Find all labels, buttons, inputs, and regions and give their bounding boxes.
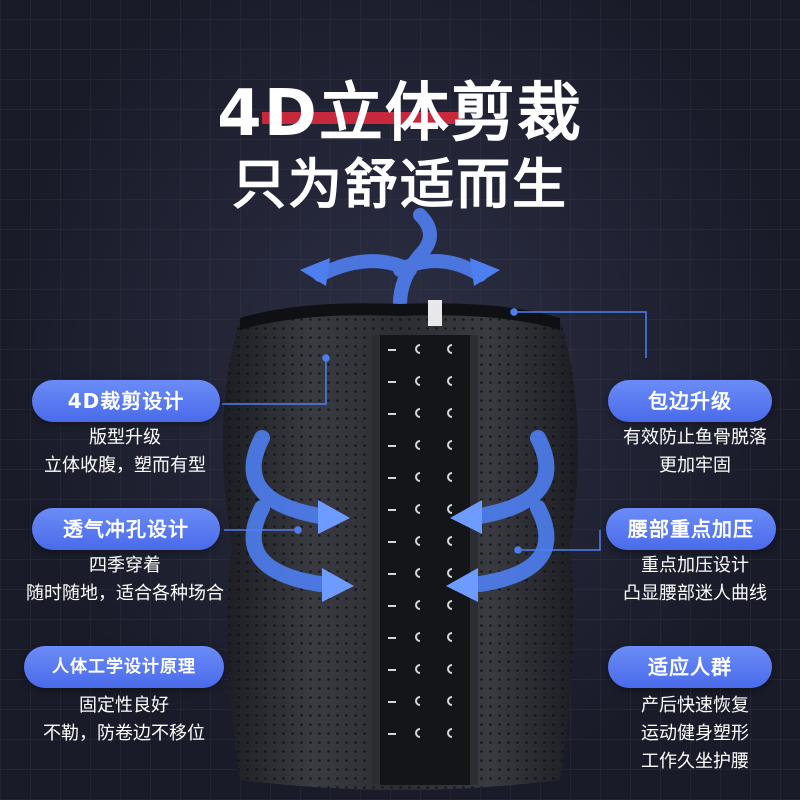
feature-pill-breathable: 透气冲孔设计 — [32, 508, 220, 550]
feature-desc-binding: 有效防止鱼骨脱落 更加牢固 — [600, 424, 790, 480]
feature-pill-4d-cut: 4D裁剪设计 — [32, 380, 220, 422]
feature-desc-line: 版型升级 — [89, 427, 161, 448]
feature-desc-4d-cut: 版型升级 立体收腹，塑而有型 — [10, 424, 240, 480]
feature-desc-line: 立体收腹，塑而有型 — [44, 455, 206, 476]
top-binding — [240, 303, 560, 330]
feature-desc-waist-pressure: 重点加压设计 凸显腰部迷人曲线 — [600, 552, 790, 608]
feature-desc-line: 四季穿着 — [89, 555, 161, 576]
connector-lines — [222, 308, 647, 554]
feature-desc-target-users: 产后快速恢复 运动健身塑形 工作久坐护腰 — [600, 692, 790, 776]
hook-panel — [375, 335, 475, 785]
compress-arrows-left-icon — [245, 430, 328, 592]
feature-pill-binding: 包边升级 — [608, 380, 772, 422]
feature-desc-line: 产后快速恢复 — [641, 695, 749, 716]
feature-desc-line: 不勒，防卷边不移位 — [43, 723, 205, 744]
feature-pill-ergonomic: 人体工学设计原理 — [24, 646, 224, 688]
feature-desc-line: 随时随地，适合各种场合 — [26, 583, 224, 604]
feature-pill-target-users: 适应人群 — [608, 646, 772, 688]
headline-line-1: 4D立体剪裁 — [217, 77, 583, 151]
headline-line-2: 只为舒适而生 — [232, 153, 568, 216]
feature-desc-line: 运动健身塑形 — [641, 723, 749, 744]
feature-desc-line: 重点加压设计 — [641, 555, 749, 576]
compress-arrows-right-icon — [472, 430, 555, 592]
feature-desc-line: 工作久坐护腰 — [641, 751, 749, 772]
hook-column-icon — [388, 344, 453, 738]
arrow-head-left-icon — [300, 258, 330, 286]
feature-desc-line: 固定性良好 — [79, 695, 169, 716]
feature-desc-line: 凸显腰部迷人曲线 — [623, 583, 767, 604]
feature-desc-line: 有效防止鱼骨脱落 — [623, 427, 767, 448]
feature-desc-line: 更加牢固 — [659, 455, 731, 476]
feature-desc-ergonomic: 固定性良好 不勒，防卷边不移位 — [4, 692, 244, 748]
label-tag — [428, 300, 442, 326]
feature-desc-breathable: 四季穿着 随时随地，适合各种场合 — [0, 552, 250, 608]
feature-pill-waist-pressure: 腰部重点加压 — [606, 508, 776, 550]
arrow-head-right-icon — [470, 258, 500, 286]
headline-underline — [262, 112, 462, 124]
